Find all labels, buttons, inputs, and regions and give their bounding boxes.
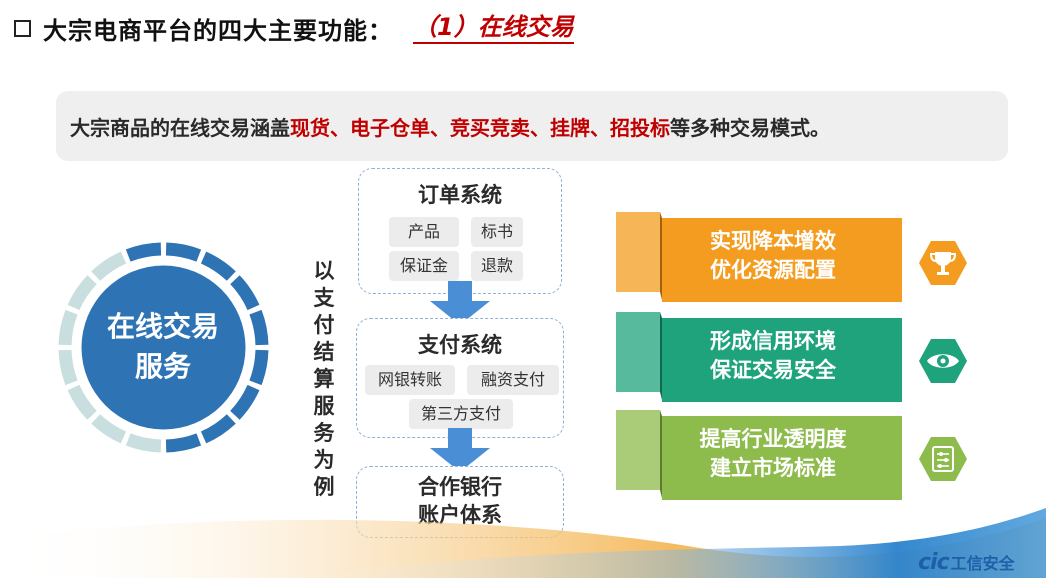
center-label-line1: 在线交易 [106,310,219,343]
ring-segment [165,433,202,453]
ring-segment [125,242,162,262]
chip-tender: 标书 [471,217,523,247]
vertical-label-char: 支 [313,286,335,310]
order-system-title: 订单系统 [418,183,502,207]
ribbon-3-line2: 建立市场标准 [710,456,836,480]
page-title: 大宗电商平台的四大主要功能： （1）在线交易 [14,10,574,46]
footer-wave [0,508,1046,578]
chip-deposit: 保证金 [389,251,459,281]
banner-text-2: 等多种交易模式。 [670,115,830,140]
vertical-label: 以支付结算服务为例 [307,258,341,501]
down-arrow-icon [430,428,490,472]
title-sub: （1）在线交易 [413,12,574,44]
vertical-label-char: 以 [313,259,335,283]
vertical-label-char: 服 [313,394,335,418]
down-arrow-icon [430,281,490,325]
banner-highlight: 现货、电子仓单、竞买竞卖、挂牌、招投标 [290,115,670,140]
logo-mark: cic [918,549,950,575]
ribbon-transparency-standards [616,410,902,500]
ribbon-2-text: 形成信用环境 保证交易安全 [648,327,898,385]
square-bullet-icon [14,19,31,37]
ribbon-credit-security [616,312,902,402]
vertical-label-char: 例 [313,475,335,499]
ring-segment [165,242,202,262]
vertical-label-char: 付 [313,313,335,337]
description-banner: 大宗商品的在线交易涵盖现货、电子仓单、竞买竞卖、挂牌、招投标等多种交易模式。 [56,91,1008,161]
company-logo: cic 工信安全 [918,549,1015,575]
ribbon-2-line1: 形成信用环境 [710,329,836,353]
banner-text-1: 大宗商品的在线交易涵盖 [70,115,290,140]
ring-segment [58,309,78,346]
trophy-icon [919,241,967,285]
payment-system-box: 支付系统 网银转账 融资支付 第三方支付 [356,318,564,438]
ribbon-1-line2: 优化资源配置 [710,258,836,282]
ring-segment [200,251,236,281]
ring-segment [91,414,127,444]
ribbon-cost-efficiency [616,212,902,302]
bank-account-title: 合作银行 账户体系 [357,473,563,529]
ribbon-3-text: 提高行业透明度 建立市场标准 [648,425,898,483]
ring-segment [125,433,162,453]
center-circle [81,265,246,430]
ring-segment [230,384,260,420]
bank-line1: 合作银行 [418,475,502,499]
vertical-label-char: 算 [313,367,335,391]
ribbon-2-line2: 保证交易安全 [710,358,836,382]
chip-product: 产品 [389,217,459,247]
ring-segment [91,251,127,281]
ring-segment [249,349,269,386]
eye-icon [919,339,967,383]
title-main: 大宗电商平台的四大主要功能： [43,16,393,45]
service-ring [58,242,269,453]
chip-online-banking: 网银转账 [365,365,455,395]
ring-segment [58,349,78,386]
ring-segment [200,414,236,444]
ribbon-1-line1: 实现降本增效 [710,229,836,253]
vertical-label-char: 务 [313,421,335,445]
ring-segment [249,309,269,346]
order-system-box: 订单系统 产品 标书 保证金 退款 [358,168,562,294]
chip-third-party-payment: 第三方支付 [409,399,513,429]
center-label: 在线交易 服务 [82,266,244,428]
slider-settings-icon [919,437,967,481]
chip-financing-payment: 融资支付 [467,365,559,395]
ring-segment [67,275,97,311]
ring-segments [58,242,269,453]
vertical-label-char: 结 [313,340,335,364]
center-label-line2: 服务 [134,350,191,383]
ribbon-3-line1: 提高行业透明度 [699,427,847,451]
ring-segment [230,275,260,311]
chip-refund: 退款 [471,251,523,281]
logo-text: 工信安全 [950,554,1015,573]
ring-segment [67,384,97,420]
payment-system-title: 支付系统 [418,333,502,357]
vertical-label-char: 为 [313,448,335,472]
ribbon-1-text: 实现降本增效 优化资源配置 [648,227,898,285]
